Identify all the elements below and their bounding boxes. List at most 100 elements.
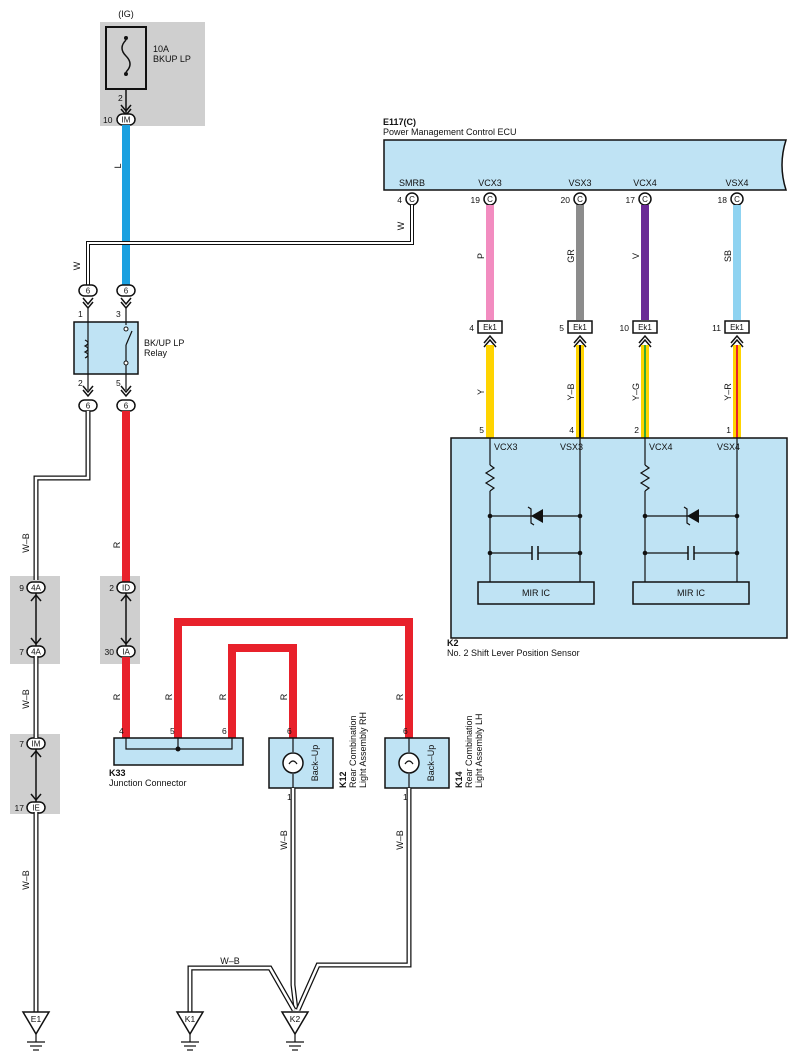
wire-ecu-label-3: V xyxy=(631,253,641,259)
ek1-pin-10: 10 xyxy=(620,323,630,333)
fuse-pin-top: 2 xyxy=(118,93,123,103)
relay-switch-icon xyxy=(125,330,133,346)
wire-wb-grounds xyxy=(187,788,412,1012)
ek1-conn-4 xyxy=(477,320,503,334)
lamp-rh-pin-in: 6 xyxy=(287,726,292,736)
ecu-code: E117(C) xyxy=(383,117,416,127)
fuse-name: BKUP LP xyxy=(153,54,191,64)
relay-conn-3-label: 6 xyxy=(124,287,129,296)
ek1-pin-5: 5 xyxy=(559,323,564,333)
ecu-pin-4: 18 xyxy=(718,195,728,205)
lamp-rh-bulb-icon xyxy=(282,752,304,774)
fuse-icon xyxy=(121,39,131,73)
conn-im-top-label: IM xyxy=(122,116,131,125)
lamp-lh-label: Back–Up xyxy=(426,745,436,782)
ground-k1-label: K1 xyxy=(185,1014,196,1024)
conn-im-top-pin: 10 xyxy=(103,115,113,125)
wire-w-outer xyxy=(86,205,414,285)
wire-r-to-k14 xyxy=(174,618,413,738)
jc-pin-4: 4 xyxy=(119,726,124,736)
wire-wb-label-3: W–B xyxy=(21,870,31,890)
ecu-pin-1: 19 xyxy=(471,195,481,205)
ecu-conn-label-3: C xyxy=(642,195,648,204)
mid-conn-label-1: IA xyxy=(122,648,130,657)
ground-k2-icon xyxy=(280,1011,310,1036)
ecu-name: Power Management Control ECU xyxy=(383,127,517,137)
jc-code: K33 xyxy=(109,768,126,778)
sensor-ic-0 xyxy=(477,581,595,605)
sensor-zener-icon-0 xyxy=(531,509,543,523)
ek1-conn-label-5: Ek1 xyxy=(573,323,587,332)
wire-r-label-3: R xyxy=(164,693,174,700)
ek1-arrow-icon-11 xyxy=(730,334,744,348)
wire-wb-label-2: W–B xyxy=(21,689,31,709)
sensor-term-vcx4: VCX4 xyxy=(649,442,673,452)
relay-conn-1 xyxy=(78,284,98,297)
sensor-pin-1: 4 xyxy=(569,425,574,435)
wire-wb-label-k14: W–B xyxy=(395,830,405,850)
mid-arrow-down-icon xyxy=(120,637,132,646)
fuse-rating: 10A xyxy=(153,44,169,54)
ecu-conn-label-1: C xyxy=(487,195,493,204)
lamp-lh-pin-out: 1 xyxy=(403,792,408,802)
relay-contact-top xyxy=(123,326,129,332)
ek1-arrow-icon-5 xyxy=(573,334,587,348)
mid-arrow-up-icon xyxy=(120,593,132,602)
fuse-shade xyxy=(100,22,205,126)
relay-arrow-2-icon xyxy=(82,385,94,398)
sensor-pin-2: 2 xyxy=(634,425,639,435)
left-conn-pin-3: 17 xyxy=(15,803,25,813)
lamp-rh-line1: Rear Combination xyxy=(348,715,358,788)
ecu-pin-2: 20 xyxy=(561,195,571,205)
relay-conn-3 xyxy=(116,284,136,297)
ground-e1-label: E1 xyxy=(31,1014,42,1024)
wire-w-label-relay: W xyxy=(72,261,82,270)
relay-arrow-3-icon xyxy=(120,297,132,310)
jc-name: Junction Connector xyxy=(109,778,187,788)
mid-conn-pin-0: 2 xyxy=(109,583,114,593)
mid-conn-pin-1: 30 xyxy=(105,647,115,657)
ecu-terminal-vcx4: VCX4 xyxy=(633,178,657,188)
ground-k1-icon xyxy=(175,1011,205,1036)
left-conn-label-0: 4A xyxy=(31,584,41,593)
wire-r-label-5: R xyxy=(279,693,289,700)
ecu-box xyxy=(383,139,788,191)
ek1-pin-4: 4 xyxy=(469,323,474,333)
left-arrow-down-icon-1 xyxy=(30,793,42,802)
lamp-rh-label: Back–Up xyxy=(310,745,320,782)
left-conn-label-1: 4A xyxy=(31,648,41,657)
relay-pin-5: 5 xyxy=(116,378,121,388)
fuse-supply: (IG) xyxy=(118,9,134,19)
wire-l-label: L xyxy=(113,163,123,168)
sensor-term-vsx4: VSX4 xyxy=(717,442,740,452)
relay-conn-5-label: 6 xyxy=(124,402,129,411)
relay-pin-3: 3 xyxy=(116,309,121,319)
lamp-lh-bulb-icon xyxy=(398,752,420,774)
ecu-terminal-vsx3: VSX3 xyxy=(568,178,591,188)
fuse-terminal-top xyxy=(124,36,128,40)
sensor-resistor-icon-0 xyxy=(484,464,496,492)
sensor-code: K2 xyxy=(447,638,459,648)
ecu-conn-label-4: C xyxy=(734,195,740,204)
wire-ecu-label-4: SB xyxy=(723,250,733,262)
wire-ecu-label-1: P xyxy=(476,253,486,259)
jc-pin-5: 5 xyxy=(170,726,175,736)
left-arrow-up-icon-1 xyxy=(30,749,42,758)
left-conn-pin-2: 7 xyxy=(19,739,24,749)
relay-contact-bottom xyxy=(123,360,129,366)
wire-wb-label-1: W–B xyxy=(21,533,31,553)
sensor-pin-0: 5 xyxy=(479,425,484,435)
wire-ek1-label-5: Y–B xyxy=(566,383,576,400)
ecu-terminal-vsx4: VSX4 xyxy=(725,178,748,188)
sensor-ic-label-1: MIR IC xyxy=(677,588,705,598)
sensor-zener-icon-1 xyxy=(687,509,699,523)
lamp-lh-line1: Rear Combination xyxy=(464,715,474,788)
jc-pin-6: 6 xyxy=(222,726,227,736)
relay-name-line1: BK/UP LP xyxy=(144,338,184,348)
ek1-conn-10 xyxy=(632,320,658,334)
ek1-conn-label-10: Ek1 xyxy=(638,323,652,332)
left-conn-pin-0: 9 xyxy=(19,583,24,593)
wire-wb-relay-outer xyxy=(33,411,91,580)
